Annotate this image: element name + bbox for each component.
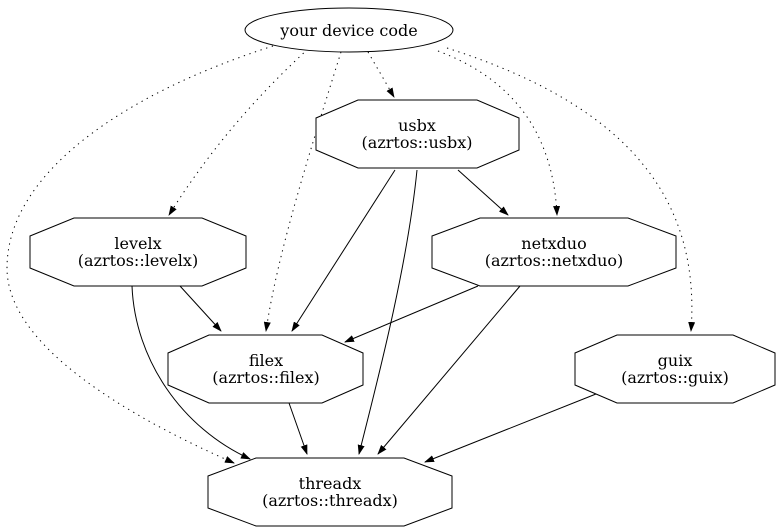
netxduo-octagon — [431, 217, 677, 287]
edge-device-guix — [446, 47, 696, 332]
netxduo-label-line2: (azrtos::netxduo) — [485, 251, 624, 270]
netxduo-label-line1: netxduo — [521, 234, 586, 253]
edge-netxduo-filex — [344, 285, 479, 343]
threadx-octagon — [207, 457, 453, 527]
filex-label-line1: filex — [249, 351, 283, 370]
edge-levelx-threadx — [131, 285, 251, 460]
usbx-label-line2: (azrtos::usbx) — [362, 133, 473, 152]
node-levelx: levelx (azrtos::levelx) — [29, 217, 247, 287]
edge-guix-threadx — [424, 391, 602, 463]
edge-device-threadx — [6, 45, 274, 464]
edge-levelx-filex — [179, 285, 222, 332]
levelx-label-line1: levelx — [114, 234, 161, 253]
node-netxduo: netxduo (azrtos::netxduo) — [431, 217, 677, 287]
edge-device-filex — [263, 51, 342, 332]
edge-device-levelx — [168, 48, 309, 216]
edge-device-usbx — [367, 51, 395, 98]
usbx-octagon — [315, 99, 520, 169]
node-device: your device code — [244, 7, 454, 53]
guix-label-line2: (azrtos::guix) — [621, 368, 729, 387]
guix-label-line1: guix — [658, 351, 693, 370]
threadx-label-line2: (azrtos::threadx) — [262, 491, 398, 510]
filex-label-line2: (azrtos::filex) — [212, 368, 319, 387]
usbx-label-line1: usbx — [398, 116, 436, 135]
device-ellipse — [244, 7, 454, 53]
node-usbx: usbx (azrtos::usbx) — [315, 99, 520, 169]
edge-usbx-netxduo — [457, 169, 509, 216]
guix-octagon — [574, 334, 776, 404]
threadx-label-line1: threadx — [299, 474, 362, 493]
node-filex: filex (azrtos::filex) — [167, 334, 364, 404]
node-threadx: threadx (azrtos::threadx) — [207, 457, 453, 527]
levelx-label-line2: (azrtos::levelx) — [78, 251, 198, 270]
device-label: your device code — [279, 21, 417, 40]
edge-netxduo-threadx — [377, 285, 521, 455]
levelx-octagon — [29, 217, 247, 287]
edge-usbx-filex — [291, 169, 396, 332]
node-guix: guix (azrtos::guix) — [574, 334, 776, 404]
filex-octagon — [167, 334, 364, 404]
edge-usbx-threadx — [357, 169, 418, 455]
edge-filex-threadx — [288, 402, 308, 455]
